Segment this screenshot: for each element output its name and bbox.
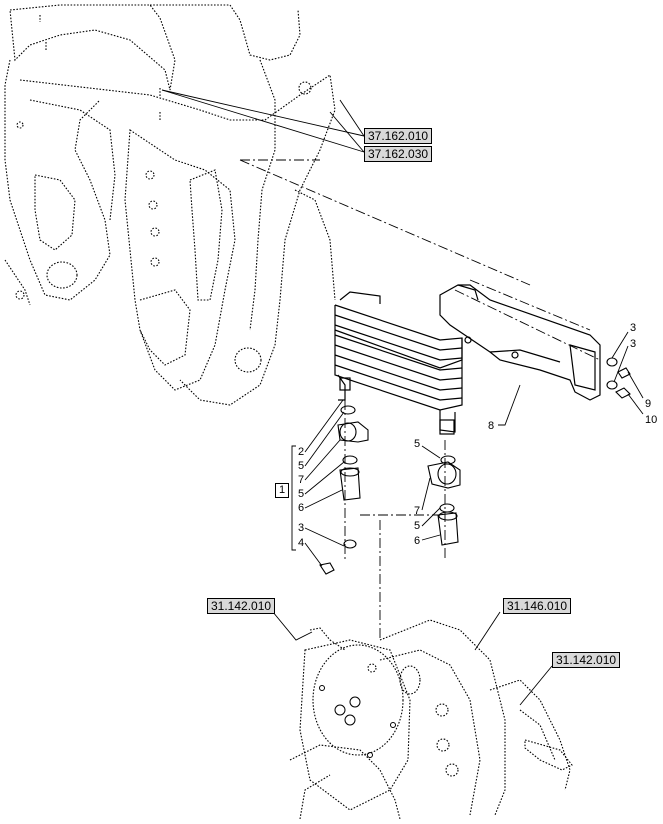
callout-bracket-3: 9 (645, 398, 652, 410)
callout-right-1: 5 (414, 438, 421, 450)
mounting-bracket (439, 284, 601, 401)
transmission-housing (289, 619, 573, 820)
callout-left-7: 4 (298, 537, 305, 549)
callout-left-3: 7 (298, 474, 305, 486)
callout-bracket-2: 3 (630, 338, 637, 350)
callout-left-2: 5 (298, 460, 305, 472)
ref-31-142-010-left[interactable]: 31.142.010 (207, 598, 276, 614)
housing-holes (319, 685, 396, 758)
callout-bracket-4: 10 (645, 414, 658, 426)
callout-right-4: 6 (414, 535, 421, 547)
tractor-frame (4, 4, 336, 406)
callout-right-3: 5 (414, 520, 421, 532)
callout-left-4: 5 (298, 488, 305, 500)
callout-item-8: 8 (488, 420, 495, 432)
ref-31-142-010-right[interactable]: 31.142.010 (552, 652, 621, 668)
assembly-centerlines (239, 159, 601, 640)
oil-cooler (334, 291, 463, 435)
ref-37-162-030[interactable]: 37.162.030 (364, 146, 433, 162)
ref-31-146-010[interactable]: 31.146.010 (503, 598, 572, 614)
callout-left-1: 2 (298, 446, 305, 458)
ref-37-162-010[interactable]: 37.162.010 (364, 128, 433, 144)
callout-right-2: 7 (414, 505, 421, 517)
callout-bracket-1: 3 (630, 322, 637, 334)
callout-left-6: 3 (298, 522, 305, 534)
callout-leaders (291, 331, 644, 567)
lower-leaders (267, 605, 553, 706)
group-label-box: 1 (275, 483, 289, 498)
callout-left-5: 6 (298, 502, 305, 514)
hardware (319, 357, 631, 575)
upper-leaders (161, 89, 365, 153)
